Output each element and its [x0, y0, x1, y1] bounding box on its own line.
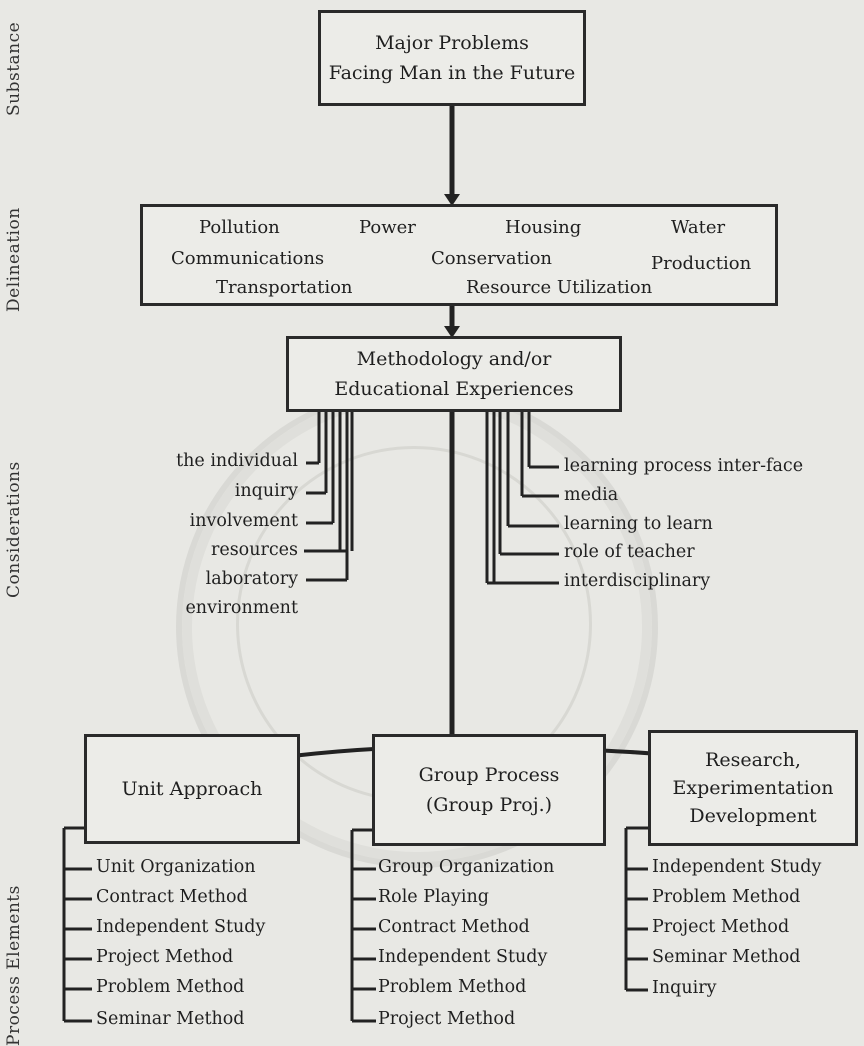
side-label-considerations: Considerations [4, 461, 24, 598]
research-line3: Development [689, 805, 817, 827]
consideration-learning-process-interface: learning process inter-face [564, 456, 804, 476]
group-process-line1: Group Process [418, 764, 560, 786]
substance-box-line2: Facing Man in the Future [328, 62, 576, 84]
topic-water: Water [671, 217, 726, 238]
group-item-3: Contract Method [378, 917, 530, 937]
unit-item-6: Seminar Method [96, 1009, 245, 1029]
unit-item-3: Independent Study [96, 917, 266, 937]
group-process-box: Group Process (Group Proj.) [372, 734, 606, 846]
methodology-box-line2: Educational Experiences [334, 378, 574, 400]
consideration-the-individual: the individual [176, 451, 298, 471]
consideration-role-of-teacher: role of teacher [564, 542, 695, 562]
considerations-left-lines [304, 410, 354, 582]
research-item-1: Independent Study [652, 857, 822, 877]
research-box: Research, Experimentation Development [648, 730, 858, 846]
group-item-4: Independent Study [378, 947, 548, 967]
substance-box-line1: Major Problems [375, 32, 529, 54]
group-process-line2: (Group Proj.) [425, 794, 553, 816]
unit-item-2: Contract Method [96, 887, 248, 907]
topic-housing: Housing [505, 217, 582, 238]
unit-items-bracket [62, 826, 92, 1023]
unit-item-1: Unit Organization [96, 857, 256, 877]
consideration-involvement: involvement [189, 511, 298, 531]
group-item-2: Role Playing [378, 887, 489, 907]
consideration-environment: environment [185, 598, 298, 618]
topic-conservation: Conservation [431, 248, 553, 269]
topic-power: Power [359, 217, 416, 238]
substance-box: Major Problems Facing Man in the Future [318, 10, 586, 106]
methodology-box-line1: Methodology and/or [356, 348, 552, 370]
consideration-laboratory: laboratory [205, 569, 298, 589]
group-item-5: Problem Method [378, 977, 527, 997]
side-label-substance: Substance [4, 21, 24, 116]
methodology-box: Methodology and/or Educational Experienc… [286, 336, 622, 412]
topic-pollution: Pollution [199, 217, 280, 238]
topic-communications: Communications [171, 248, 325, 269]
side-label-delineation: Delineation [4, 207, 24, 312]
group-items-bracket [350, 828, 376, 1023]
unit-approach-box: Unit Approach [84, 734, 300, 844]
group-item-6: Project Method [378, 1009, 516, 1029]
research-item-3: Project Method [652, 917, 790, 937]
consideration-interdisciplinary: interdisciplinary [564, 571, 711, 591]
research-item-2: Problem Method [652, 887, 801, 907]
unit-item-4: Project Method [96, 947, 234, 967]
unit-approach-label: Unit Approach [121, 778, 263, 800]
considerations-right-lines [485, 410, 559, 585]
topic-transportation: Transportation [216, 277, 353, 298]
topic-production: Production [651, 253, 752, 274]
research-line2: Experimentation [672, 777, 834, 799]
consideration-inquiry: inquiry [234, 481, 298, 501]
side-label-process-elements: Process Elements [4, 885, 24, 1046]
consideration-learning-to-learn: learning to learn [564, 514, 713, 534]
research-item-5: Inquiry [652, 978, 717, 998]
unit-item-5: Problem Method [96, 977, 245, 997]
consideration-media: media [564, 485, 619, 505]
topic-resource-utilization: Resource Utilization [466, 277, 653, 298]
research-item-4: Seminar Method [652, 947, 801, 967]
research-items-bracket [624, 826, 648, 992]
consideration-resources: resources [210, 540, 298, 560]
group-item-1: Group Organization [378, 857, 555, 877]
delineation-box [140, 204, 778, 306]
research-line1: Research, [705, 749, 801, 771]
